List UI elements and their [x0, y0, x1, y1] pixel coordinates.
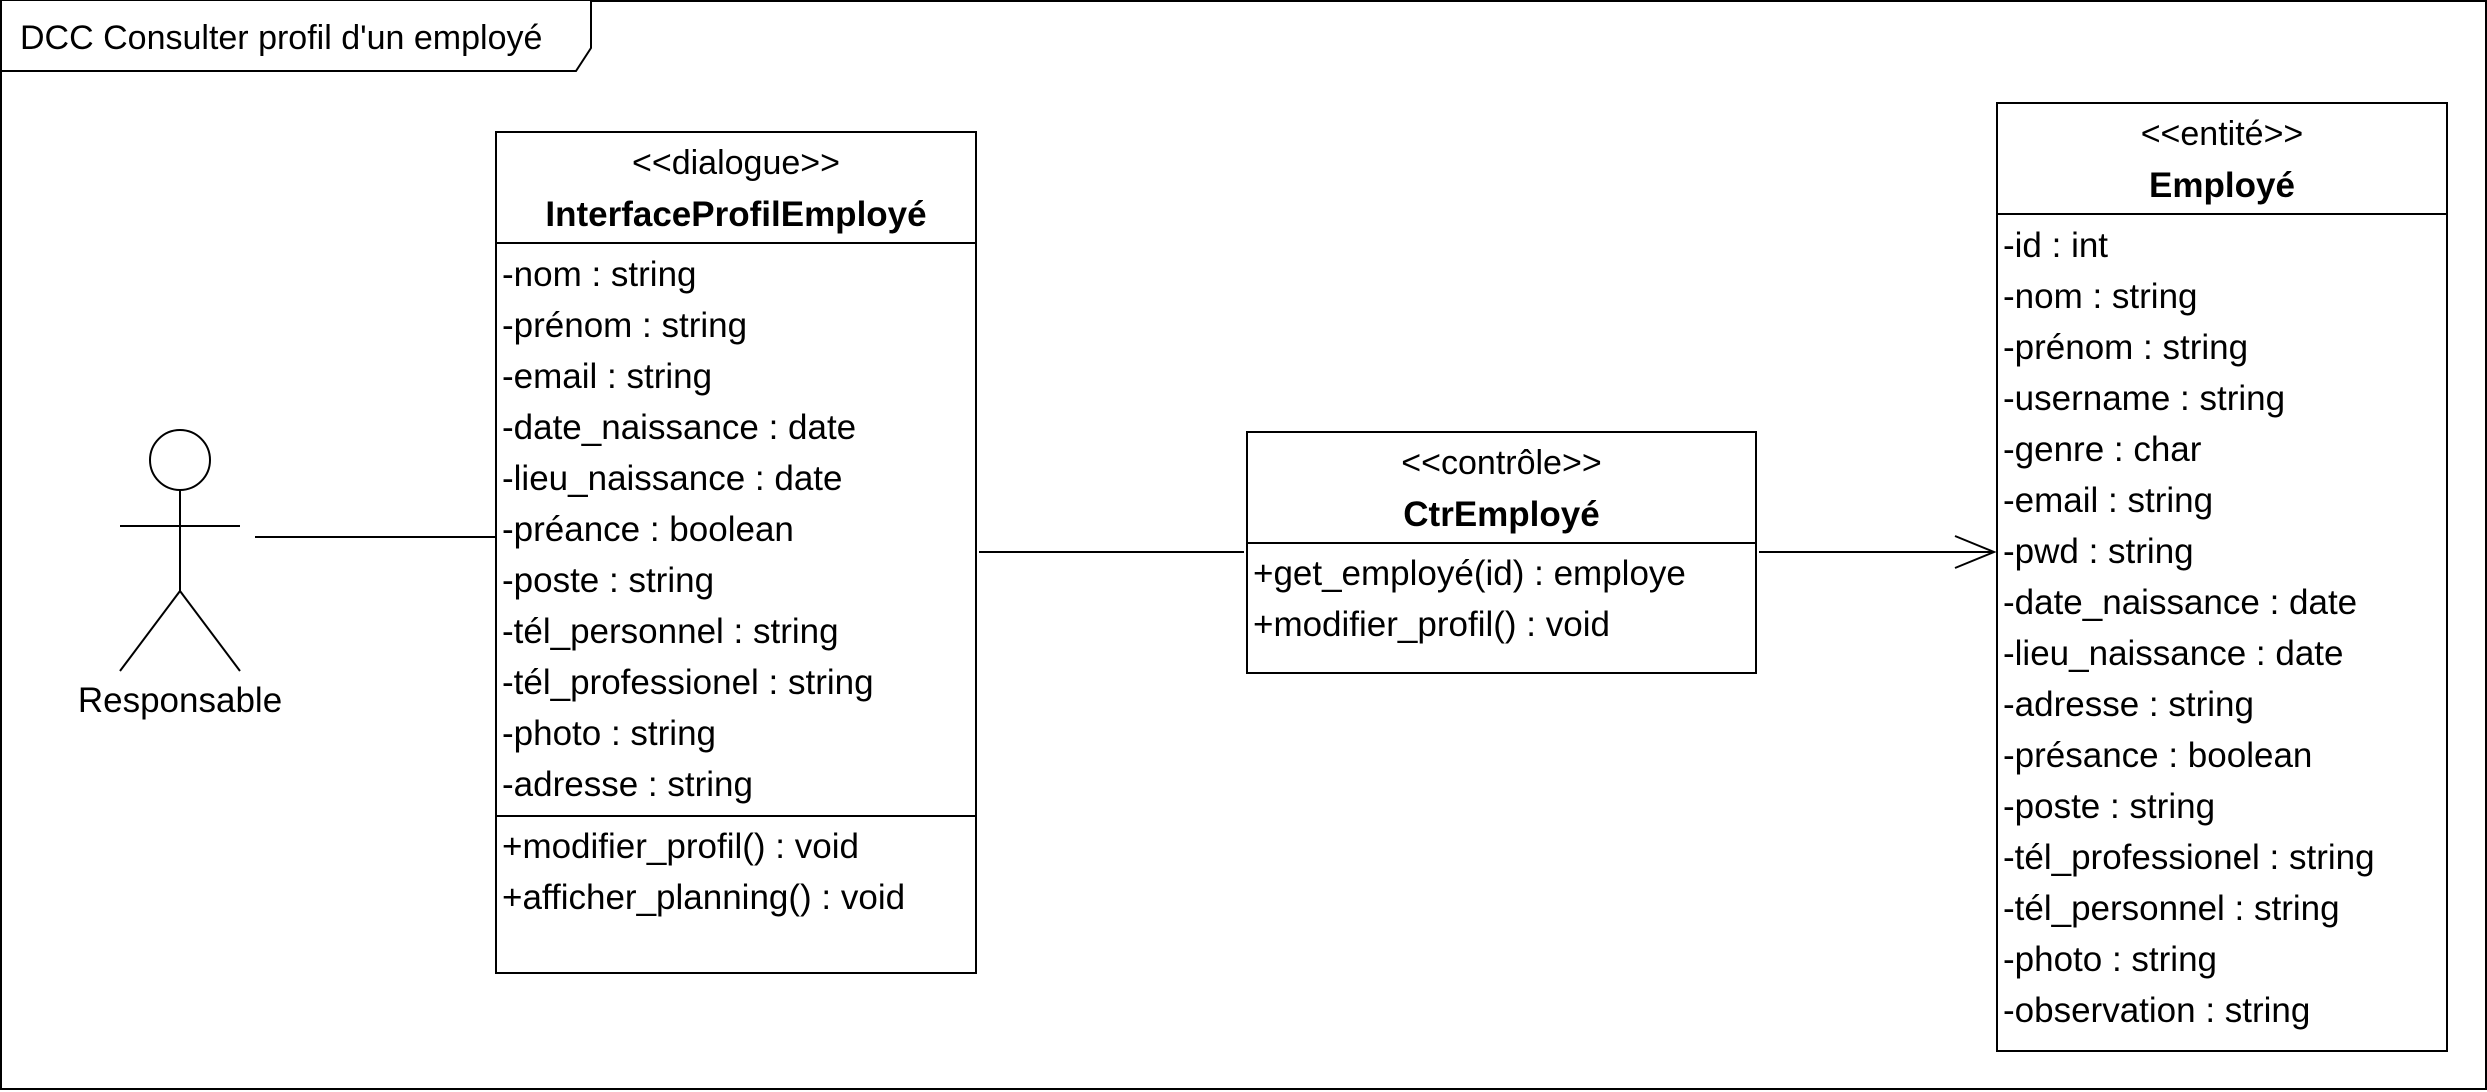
attribute: -poste : string: [502, 561, 715, 600]
attributes-compartment: -id : int -nom : string -prénom : string…: [1998, 215, 2446, 1036]
entity-class-box: <<entité>> Employé -id : int -nom : stri…: [1996, 102, 2448, 1052]
operation: +afficher_planning() : void: [502, 878, 906, 917]
actor-right-leg: [179, 590, 241, 672]
attribute: -prénom : string: [502, 306, 748, 345]
class-name: Employé: [2149, 166, 2295, 205]
operation: +modifier_profil() : void: [1253, 605, 1610, 644]
attribute: -genre : char: [2003, 430, 2202, 469]
control-class-box: <<contrôle>> CtrEmployé +get_employé(id)…: [1246, 431, 1757, 674]
class-name: InterfaceProfilEmployé: [545, 195, 927, 234]
actor-head: [149, 429, 211, 491]
attribute: -lieu_naissance : date: [2003, 634, 2344, 673]
attribute: -préance : boolean: [502, 510, 794, 549]
class-header: <<contrôle>> CtrEmployé: [1248, 433, 1755, 544]
actor-left-leg: [119, 590, 181, 672]
operations-compartment: +modifier_profil() : void +afficher_plan…: [497, 817, 975, 923]
attribute: -photo : string: [2003, 940, 2217, 979]
class-stereotype: <<dialogue>>: [632, 144, 840, 182]
frame-title-tab: [0, 1, 592, 72]
attribute: -tél_personnel : string: [2003, 889, 2340, 928]
attribute: -tél_professionel : string: [2003, 838, 2375, 877]
actor-label: Responsable: [77, 681, 283, 720]
attribute: -username : string: [2003, 379, 2286, 418]
attribute: -adresse : string: [502, 765, 753, 804]
attribute: -présance : boolean: [2003, 736, 2313, 775]
class-header: <<entité>> Employé: [1998, 104, 2446, 215]
attribute: -email : string: [2003, 481, 2214, 520]
attribute: -observation : string: [2003, 991, 2311, 1030]
navigability-arrowhead: [1954, 535, 1997, 569]
attribute: -nom : string: [2003, 277, 2198, 316]
attribute: -lieu_naissance : date: [502, 459, 843, 498]
actor-figure: [119, 429, 241, 672]
class-header: <<dialogue>> InterfaceProfilEmployé: [497, 133, 975, 244]
attribute: -date_naissance : date: [502, 408, 857, 447]
interface-class-box: <<dialogue>> InterfaceProfilEmployé -nom…: [495, 131, 977, 974]
attribute: -tél_professionel : string: [502, 663, 874, 702]
attribute: -poste : string: [2003, 787, 2216, 826]
class-stereotype: <<contrôle>>: [1401, 444, 1602, 482]
operations-compartment: +get_employé(id) : employe +modifier_pro…: [1248, 544, 1755, 650]
attribute: -nom : string: [502, 255, 697, 294]
attribute: -tél_personnel : string: [502, 612, 839, 651]
attribute: -email : string: [502, 357, 713, 396]
attribute: -prénom : string: [2003, 328, 2249, 367]
attribute: -date_naissance : date: [2003, 583, 2358, 622]
operation: +get_employé(id) : employe: [1253, 554, 1686, 593]
frame-title: DCC Consulter profil d'un employé: [20, 19, 543, 57]
attribute: -adresse : string: [2003, 685, 2254, 724]
class-stereotype: <<entité>>: [2140, 115, 2304, 153]
class-name: CtrEmployé: [1403, 495, 1600, 534]
attribute: -pwd : string: [2003, 532, 2194, 571]
attribute: -id : int: [2003, 226, 2109, 265]
attribute: -photo : string: [502, 714, 716, 753]
operation: +modifier_profil() : void: [502, 827, 859, 866]
attributes-compartment: -nom : string -prénom : string -email : …: [497, 244, 975, 817]
